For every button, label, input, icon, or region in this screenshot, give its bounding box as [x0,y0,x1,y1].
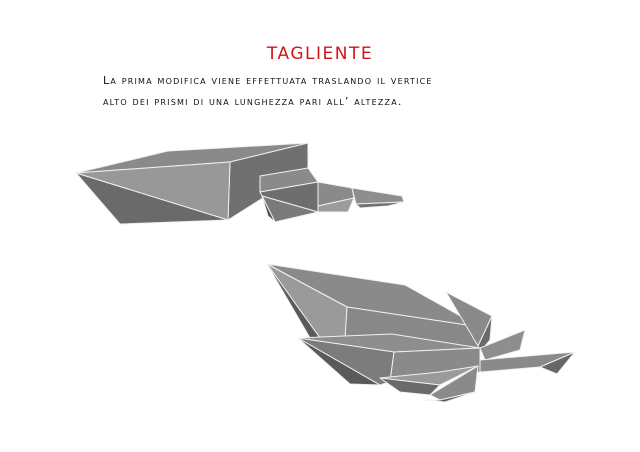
description-line-2: alto dei prismi di una lunghezza pari al… [103,95,403,108]
prism-shape-side-view [75,142,405,225]
description-line-1: La prima modifica viene effettuata trasl… [103,74,433,87]
page-title: TAGLIENTE [266,44,374,64]
prism-shape-perspective-view [266,263,576,403]
description-text: La prima modifica viene effettuata trasl… [103,70,563,112]
